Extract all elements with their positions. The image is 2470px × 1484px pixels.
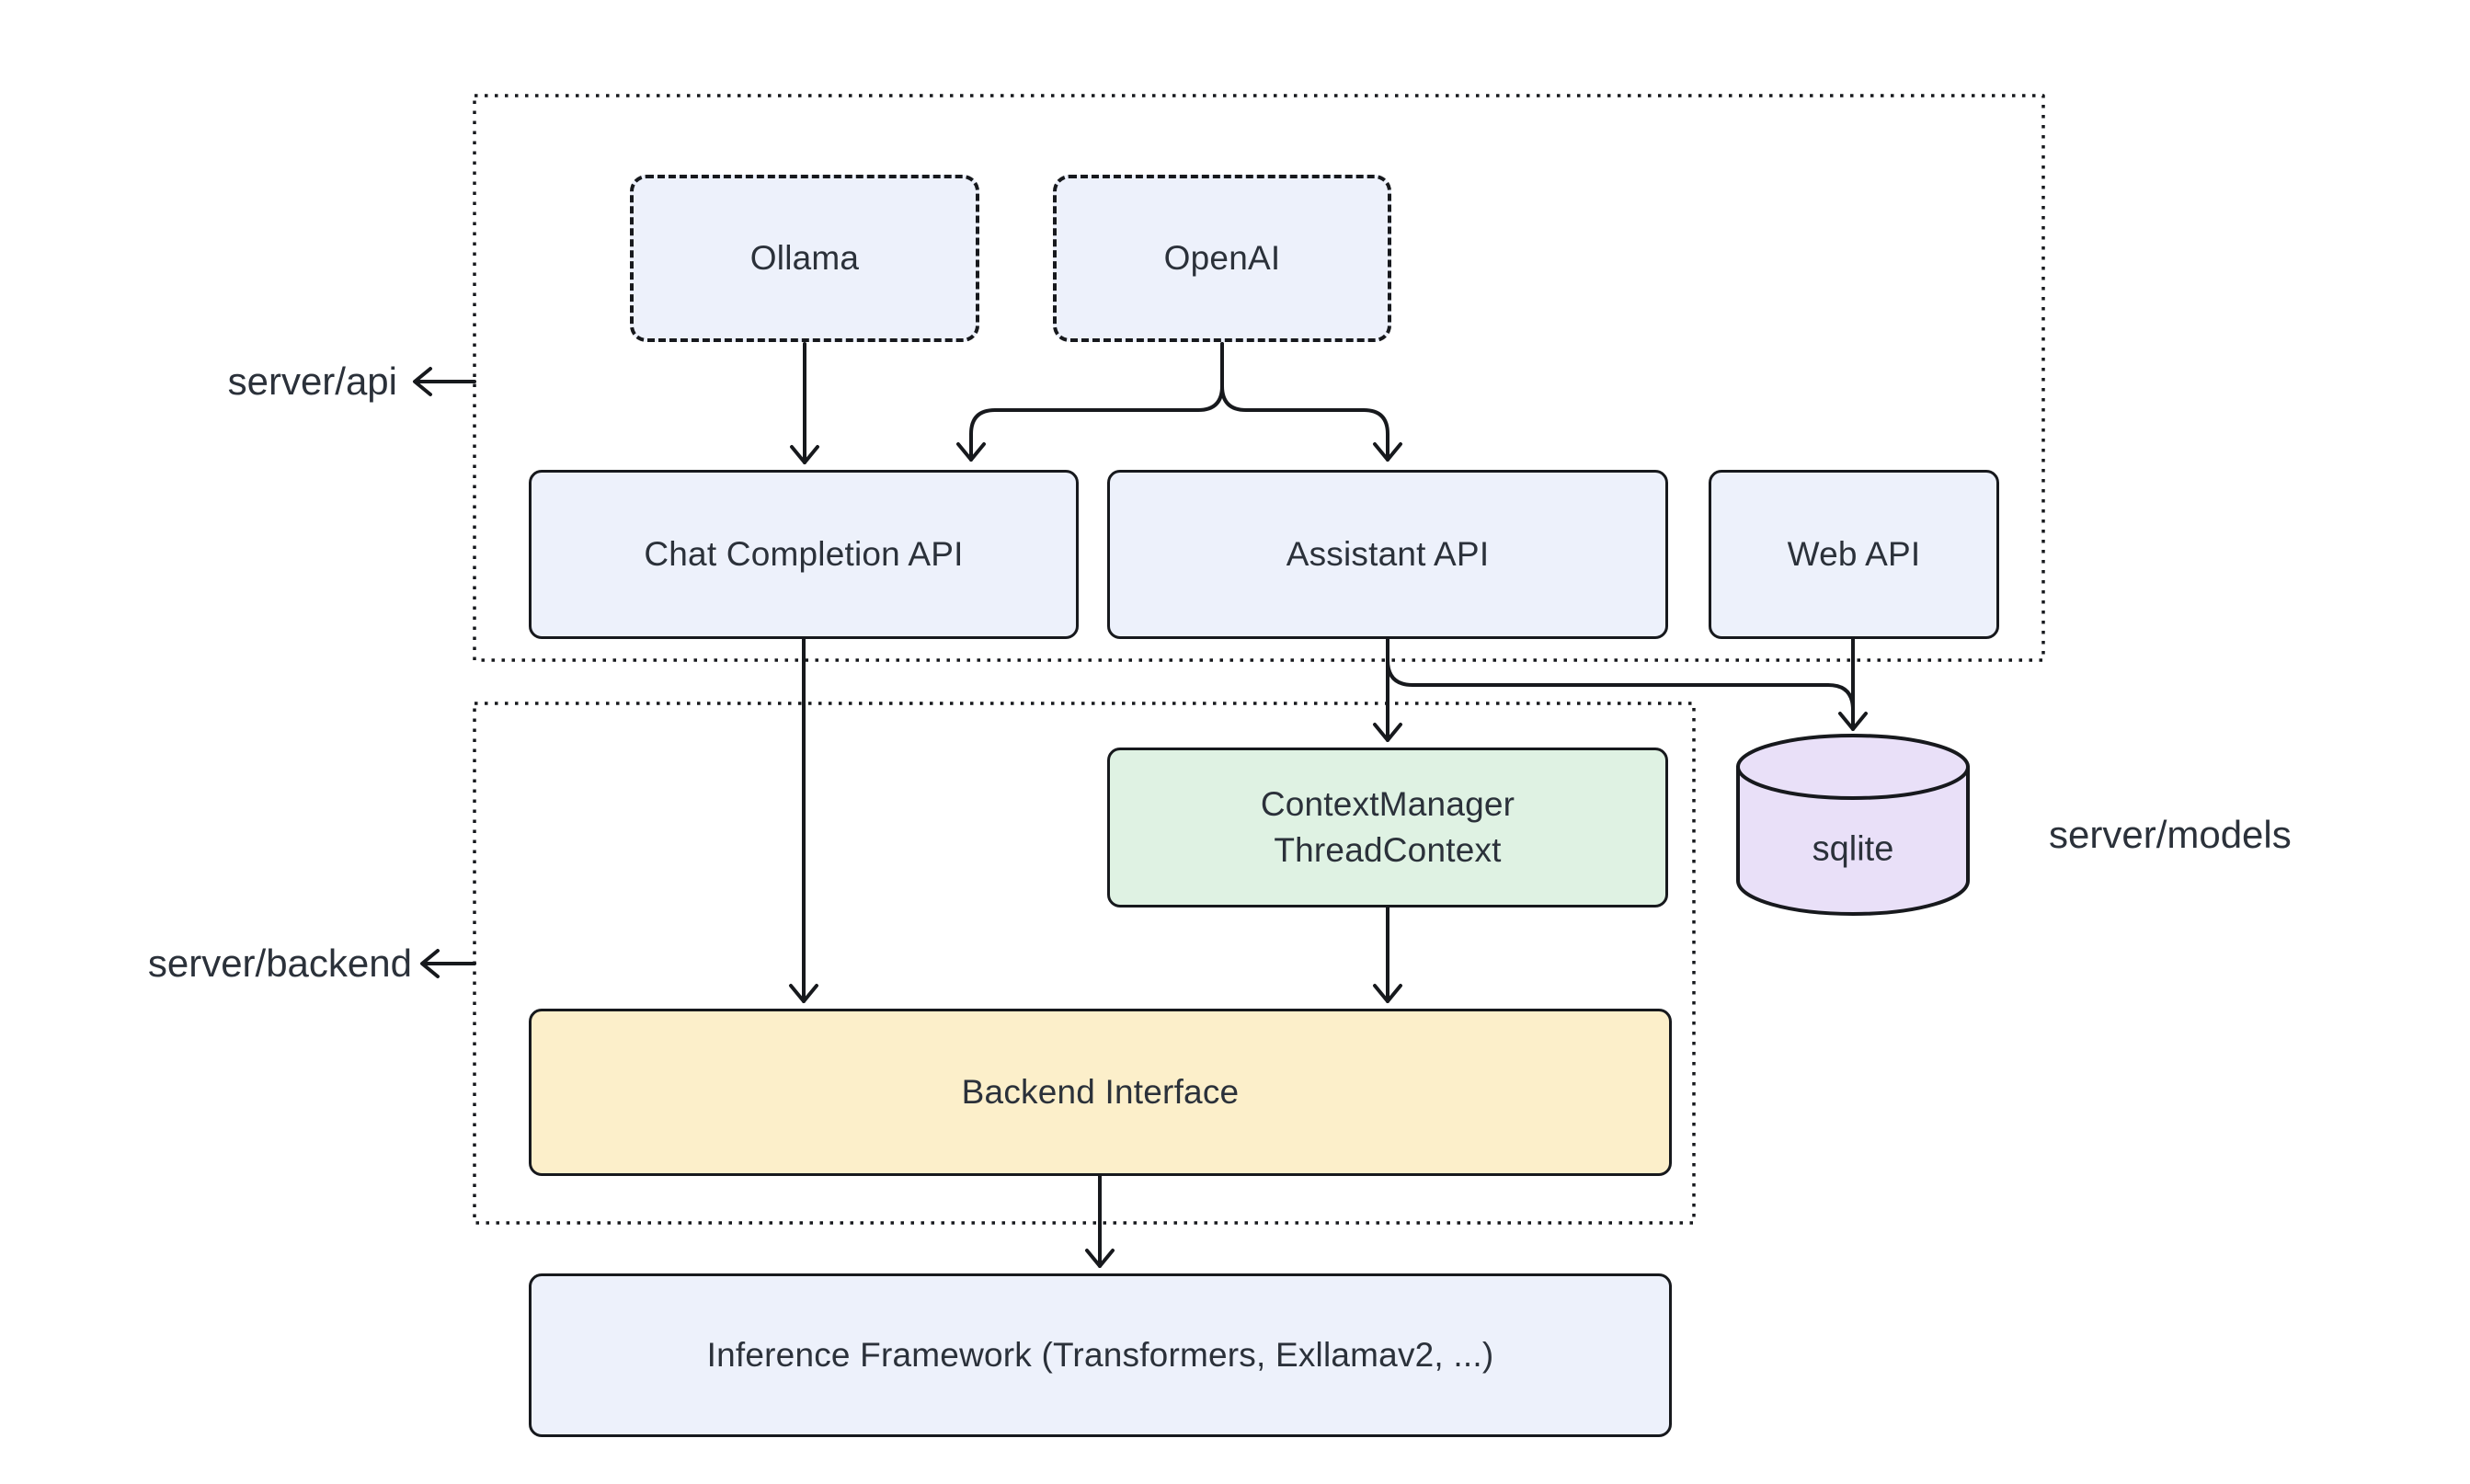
node-chat-completion-api-label: Chat Completion API	[644, 535, 964, 574]
node-context-manager-line2: ThreadContext	[1274, 831, 1502, 869]
arrowhead-server-api-label	[413, 367, 432, 396]
node-web-api-label: Web API	[1787, 535, 1921, 574]
node-inference-framework-label: Inference Framework (Transformers, Exlla…	[706, 1336, 1494, 1375]
arrowhead-backend-interface-to-inference	[1085, 1249, 1115, 1268]
node-web-api: Web API	[1709, 470, 1999, 639]
node-context-manager: ContextManager ThreadContext	[1107, 748, 1668, 908]
arrowhead-context-to-backend-interface	[1373, 984, 1402, 1003]
arrowhead-chat-to-backend-interface	[789, 984, 818, 1003]
label-server-api: server/api	[227, 360, 397, 403]
node-chat-completion-api: Chat Completion API	[529, 470, 1079, 639]
node-ollama-label: Ollama	[749, 239, 860, 278]
node-openai: OpenAI	[1053, 175, 1391, 342]
node-context-manager-line1: ContextManager	[1260, 785, 1515, 824]
arrowhead-openai-to-assistant	[1373, 442, 1402, 462]
node-backend-interface: Backend Interface	[529, 1009, 1672, 1176]
edge-assistant-to-sqlite	[1386, 658, 1855, 712]
node-backend-interface-label: Backend Interface	[961, 1073, 1240, 1112]
server-api-container	[473, 94, 2045, 662]
label-server-models: server/models	[2049, 813, 2292, 856]
node-assistant-api: Assistant API	[1107, 470, 1668, 639]
arrowhead-server-backend-label	[420, 949, 440, 978]
node-sqlite-label: sqlite	[1812, 829, 1894, 869]
sqlite-cylinder-top	[1736, 734, 1970, 800]
node-ollama: Ollama	[630, 175, 979, 342]
sqlite-cylinder-body	[1736, 765, 1970, 916]
arrowhead-ollama-to-chat	[790, 445, 819, 464]
node-assistant-api-label: Assistant API	[1286, 535, 1490, 574]
node-openai-label: OpenAI	[1163, 239, 1281, 278]
edge-openai-to-chat	[969, 342, 1224, 462]
node-inference-framework: Inference Framework (Transformers, Exlla…	[529, 1273, 1672, 1437]
arrowhead-webapi-to-sqlite	[1838, 712, 1868, 731]
arrowhead-openai-to-chat	[956, 442, 986, 462]
edge-openai-to-assistant	[1220, 342, 1389, 462]
arrowhead-assistant-to-context	[1373, 723, 1402, 742]
label-server-backend: server/backend	[147, 942, 412, 985]
